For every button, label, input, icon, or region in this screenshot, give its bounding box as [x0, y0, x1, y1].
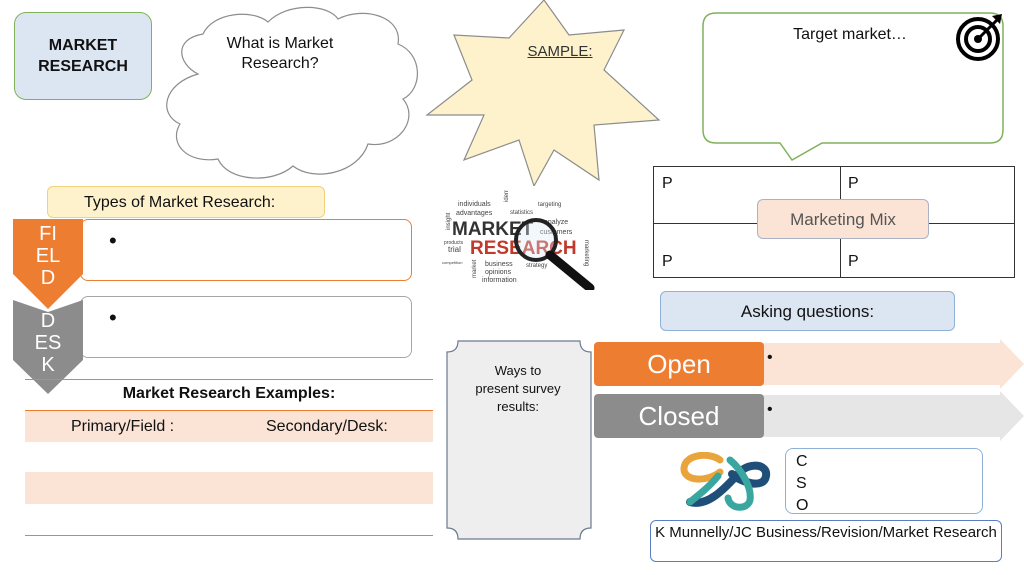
- survey-panel: [446, 340, 592, 540]
- marketing-mix-label: Marketing Mix: [757, 199, 929, 239]
- logo-word: products: [444, 240, 464, 246]
- mix-cell-p: P: [848, 253, 859, 270]
- logo-word: advantages: [456, 210, 493, 217]
- closed-question-label: Closed: [594, 394, 764, 438]
- logo-word: strategy: [526, 263, 547, 269]
- cloud-shape: [166, 6, 418, 179]
- footer-credit: K Munnelly/JC Business/Revision/Market R…: [650, 520, 1002, 562]
- logo-word: trial: [448, 245, 461, 254]
- logo-word: statistics: [510, 210, 533, 216]
- page-title: MARKET RESEARCH: [14, 12, 152, 100]
- column-header-primary: Primary/Field :: [71, 418, 175, 435]
- logo-word: market: [472, 259, 478, 278]
- table-row[interactable]: [25, 504, 433, 536]
- open-question-label: Open: [594, 342, 764, 386]
- desk-chevron-text: D ES K: [34, 310, 62, 376]
- field-research-box[interactable]: •: [80, 219, 412, 281]
- table-header-row: Primary/Field : Secondary/Desk:: [25, 410, 433, 443]
- examples-title: Market Research Examples:: [122, 385, 336, 402]
- magnifier-icon: [514, 218, 558, 262]
- target-market-label: Target market…: [793, 26, 907, 43]
- logo-word: insight: [446, 212, 452, 230]
- bullet-point: •: [767, 349, 773, 366]
- desk-research-box[interactable]: •: [80, 296, 412, 358]
- target-icon: [956, 14, 1002, 61]
- logo-word: marketing: [583, 240, 589, 266]
- mix-cell-p: P: [662, 253, 673, 270]
- table-row[interactable]: [25, 442, 433, 472]
- logo-word: identify: [504, 190, 510, 202]
- logo-word: MARKET: [452, 219, 534, 240]
- sample-label: SAMPLE:: [527, 43, 593, 60]
- column-header-secondary: Secondary/Desk:: [266, 418, 388, 435]
- target-market-bubble: [702, 12, 1004, 161]
- cso-box: C S O: [785, 448, 983, 514]
- table-row[interactable]: [25, 472, 433, 504]
- mix-cell-p: P: [662, 175, 673, 192]
- logo-word: analyze: [544, 219, 568, 226]
- logo-word: business: [485, 261, 513, 268]
- bullet-point: •: [767, 401, 773, 418]
- closed-arrow: [760, 391, 1024, 441]
- survey-results-label: Ways to present survey results:: [475, 363, 561, 414]
- cloud-question: What is Market Research?: [226, 35, 334, 72]
- asking-questions-label: Asking questions:: [660, 291, 955, 331]
- logo-word: opinions: [485, 269, 512, 276]
- bullet-point: •: [109, 305, 117, 330]
- open-arrow: [760, 339, 1024, 389]
- field-chevron: FI EL D: [13, 219, 83, 309]
- desk-chevron: D ES K: [13, 300, 83, 394]
- cso-logo: [680, 452, 771, 511]
- logo-word: individuals: [458, 201, 491, 208]
- sample-star: [425, 0, 661, 186]
- field-chevron-text: FI EL D: [35, 223, 61, 289]
- logo-word: targeting: [538, 202, 561, 208]
- mix-cell-p: P: [848, 175, 859, 192]
- types-of-research-label: Types of Market Research:: [47, 186, 325, 218]
- table-top-rule: [25, 379, 433, 380]
- bullet-point: •: [109, 228, 117, 253]
- market-research-logo: individuals advantages statistics MARKET…: [442, 190, 595, 290]
- logo-word: competition: [442, 260, 462, 265]
- logo-word: information: [482, 277, 517, 284]
